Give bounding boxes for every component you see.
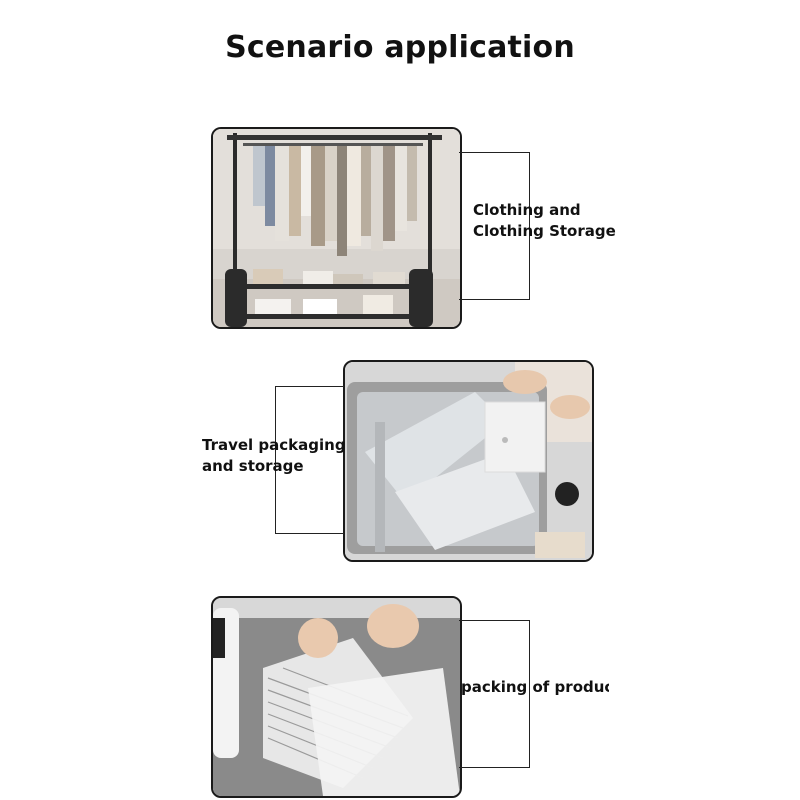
connector-bracket [275,386,344,534]
packing-photo [211,596,462,798]
scenario-label-packing: packing of products [461,678,609,696]
page-title: Scenario application [225,30,575,65]
connector-bracket [459,620,530,768]
connector-bracket [459,152,530,300]
scenario-label-travel: Travel packaging and storage [202,436,346,475]
clothing-rack-photo [211,127,462,329]
suitcase-photo [343,360,594,562]
scenario-label-clothing: Clothing and Clothing Storage [473,201,616,240]
